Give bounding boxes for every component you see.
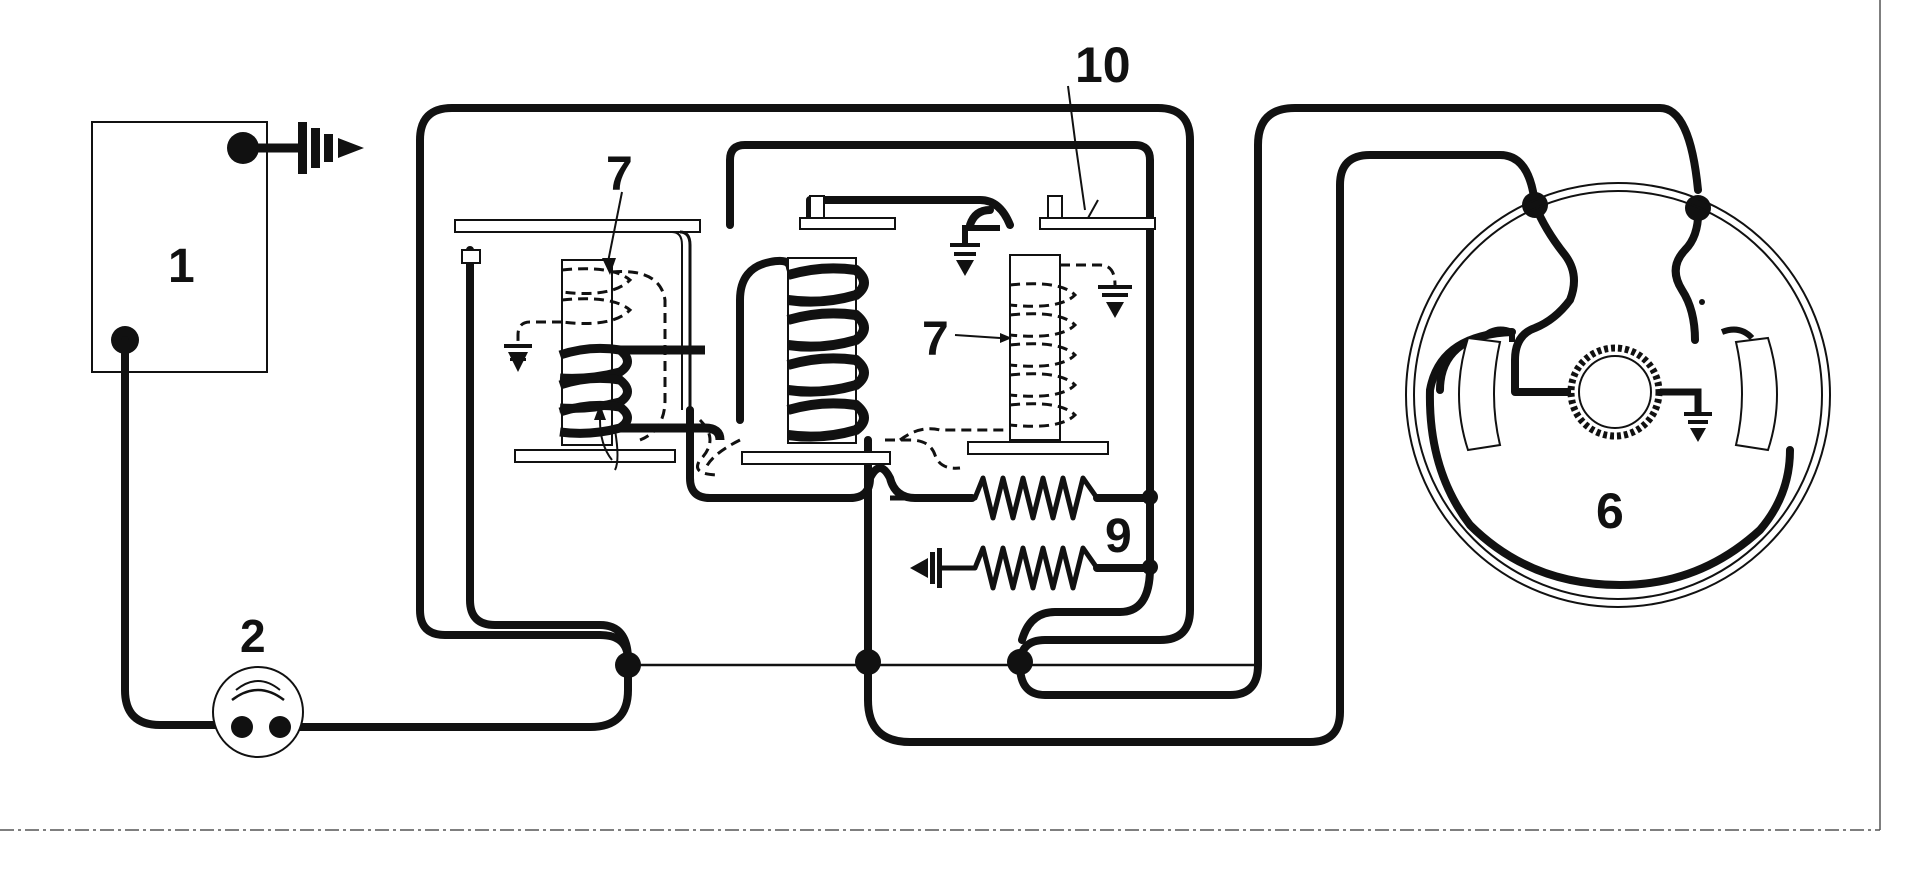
label-contact: 10	[1075, 37, 1131, 93]
junction-dot	[615, 652, 641, 678]
label-battery: 1	[168, 240, 195, 293]
centre-coil	[703, 257, 1030, 471]
ground-symbol-icon	[950, 243, 980, 276]
label-meter: 2	[240, 610, 266, 662]
meter-terminal	[269, 716, 291, 738]
ground-symbol-icon	[504, 344, 532, 372]
ground-symbol-icon	[910, 548, 942, 588]
machine-outer-ring	[1405, 182, 1831, 608]
resistor-9	[890, 475, 1100, 591]
label-machine: 6	[1596, 483, 1624, 539]
meter-terminal	[231, 716, 253, 738]
junction-dot	[1007, 649, 1033, 675]
junction-dot	[1142, 489, 1158, 505]
meter	[212, 666, 304, 758]
junction-dot	[855, 649, 881, 675]
right-pole-shoe	[1734, 336, 1778, 452]
label-relay-right: 7	[922, 313, 949, 366]
label-resistor: 9	[1105, 510, 1132, 563]
right-relay	[954, 254, 1132, 455]
left-relay	[454, 219, 725, 477]
label-relay-left: 7	[606, 148, 633, 201]
junction-dots	[615, 192, 1711, 678]
frame	[0, 0, 1881, 831]
machine-inner-ring	[1413, 190, 1823, 600]
wiring	[121, 104, 1794, 746]
ground-symbol-icon	[1684, 412, 1712, 442]
label-pointer-arrows	[599, 85, 1086, 461]
junction-dot	[1142, 559, 1158, 575]
ground-symbol-icon	[298, 122, 364, 174]
machine	[1405, 182, 1831, 608]
left-pole-shoe	[1458, 336, 1502, 452]
ground-symbol-icon	[1098, 285, 1132, 318]
contact-10	[799, 195, 1156, 276]
battery	[91, 121, 364, 373]
